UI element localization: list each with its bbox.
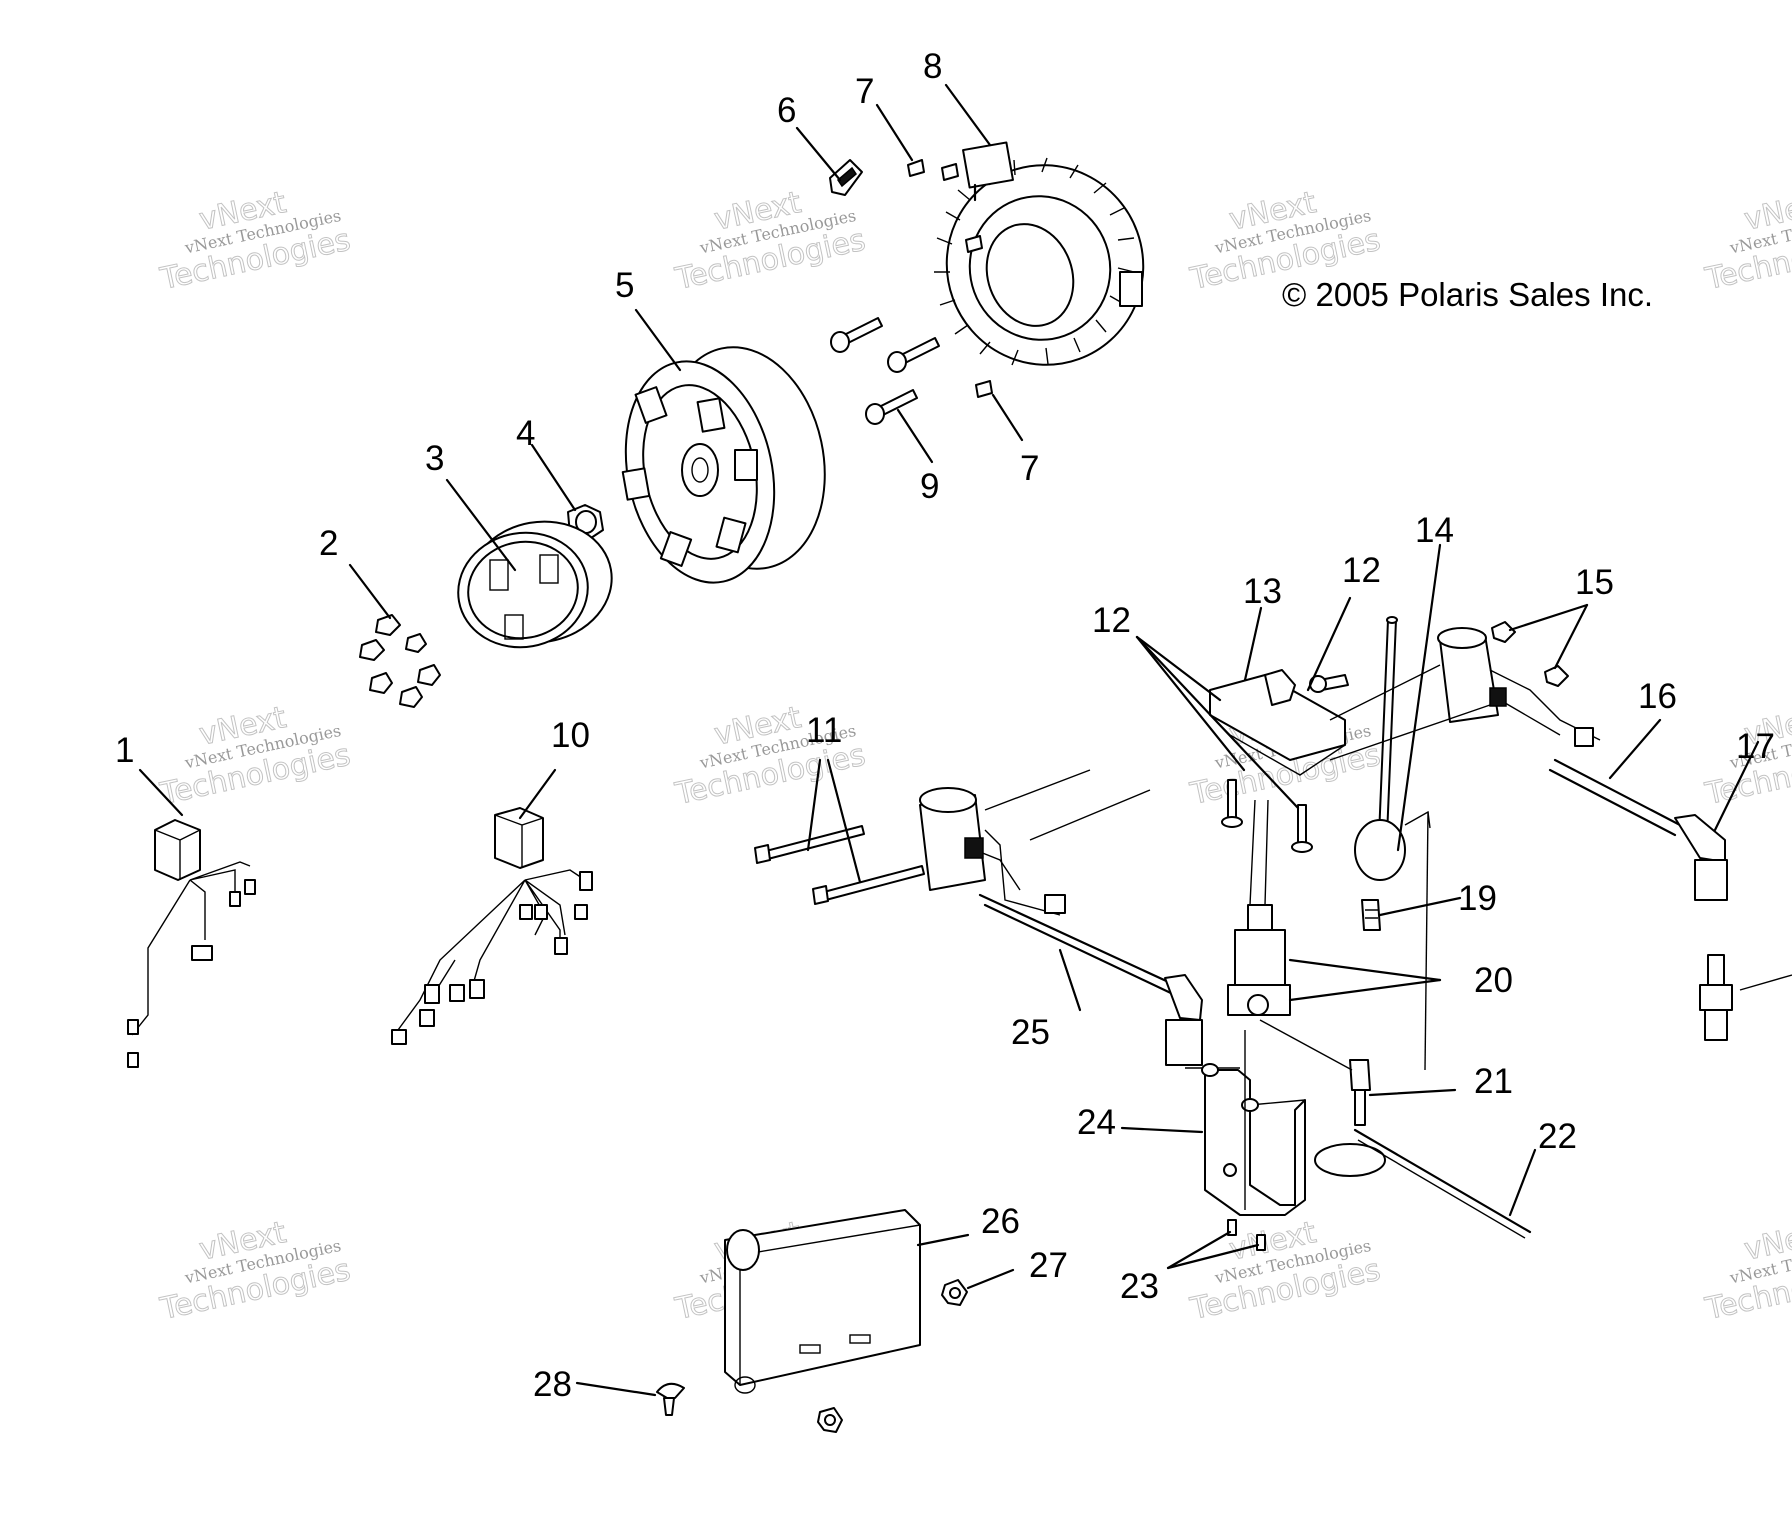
part-10-harness [391, 807, 593, 1045]
callout-17: 17 [1736, 727, 1775, 766]
part-23-screws [1227, 1219, 1266, 1251]
callout-6: 6 [777, 91, 796, 130]
part-12-screws [1221, 779, 1313, 853]
copyright-text: © 2005 Polaris Sales Inc. [1282, 276, 1653, 313]
callout-5: 5 [615, 266, 634, 305]
leader-lines [138, 83, 1760, 1397]
callout-15: 15 [1575, 563, 1614, 602]
part-5-flywheel [621, 346, 826, 584]
part-6-clip [829, 159, 863, 196]
callout-10: 10 [551, 716, 590, 755]
callout-19: 19 [1458, 879, 1497, 918]
spark-plug [1699, 954, 1792, 1041]
part-21-fitting [1259, 1019, 1371, 1126]
callout-24: 24 [1077, 1103, 1116, 1142]
callout-8: 8 [923, 47, 942, 86]
callout-26: 26 [981, 1202, 1020, 1241]
callout-12a: 12 [1092, 601, 1131, 640]
callout-14: 14 [1415, 511, 1454, 550]
part-3-starter-cup [457, 520, 613, 649]
part-16-coil [1329, 627, 1728, 901]
callout-7a: 7 [855, 72, 874, 111]
callout-27: 27 [1029, 1246, 1068, 1285]
callout-3: 3 [425, 439, 444, 478]
part-25-coil [919, 769, 1203, 1066]
part-1-harness [127, 819, 256, 1068]
part-8-stator [934, 141, 1145, 366]
part-19-fitting [1361, 899, 1381, 931]
callout-9: 9 [920, 467, 939, 506]
part-26-module [724, 1209, 921, 1394]
callout-7b: 7 [1020, 449, 1039, 488]
part-11-bolts [754, 825, 925, 905]
part-28-clip [656, 1382, 685, 1416]
part-15-nuts [1491, 621, 1569, 687]
callout-28: 28 [533, 1365, 572, 1404]
part-9-bolts [830, 317, 940, 425]
part-2-bolts [359, 614, 441, 708]
callout-13: 13 [1243, 572, 1282, 611]
part-24-bracket [1185, 1030, 1306, 1216]
callout-22: 22 [1538, 1117, 1577, 1156]
callout-labels: 1 2 3 4 5 6 7 7 8 9 10 11 12 12 13 14 15… [115, 47, 1775, 1404]
callout-2: 2 [319, 524, 338, 563]
callout-11: 11 [806, 711, 842, 750]
part-27-nut [817, 1279, 968, 1433]
part-14-tube [1354, 616, 1431, 1071]
part-7-screw [907, 159, 993, 398]
part-20-sensor [1227, 799, 1291, 1016]
part-22-dipstick [1314, 1128, 1532, 1239]
callout-21: 21 [1474, 1062, 1513, 1101]
callout-23: 23 [1120, 1267, 1159, 1306]
callout-16: 16 [1638, 677, 1677, 716]
callout-20: 20 [1474, 961, 1513, 1000]
callout-12b: 12 [1342, 551, 1381, 590]
callout-25: 25 [1011, 1013, 1050, 1052]
callout-4: 4 [516, 414, 535, 453]
callout-1: 1 [115, 731, 134, 770]
